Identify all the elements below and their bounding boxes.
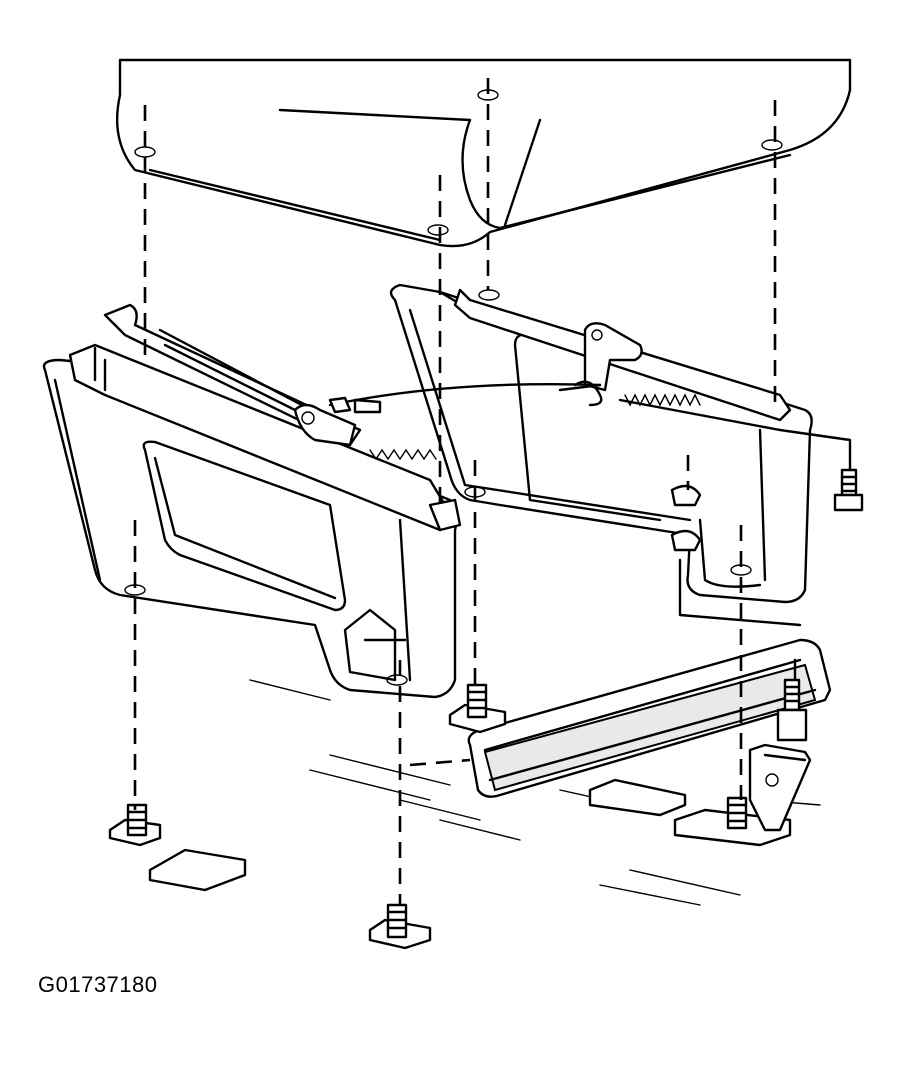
- left-seat-adjuster: [42, 303, 462, 699]
- stud-front-left: [108, 803, 162, 847]
- floor-lines: [249, 679, 821, 906]
- release-cable: [328, 382, 602, 414]
- floor-pads: [148, 778, 792, 892]
- bolt-right: [833, 468, 864, 512]
- stud-center: [448, 683, 507, 734]
- rear-bracket: [748, 743, 812, 832]
- stud-front-right: [368, 903, 432, 950]
- seat-cushion: [115, 58, 852, 248]
- fasteners: [108, 89, 864, 950]
- front-cross-bar: [467, 638, 832, 798]
- stud-rear: [726, 796, 748, 830]
- right-seat-adjuster: [389, 283, 813, 604]
- alignment-lines: [133, 78, 852, 905]
- bolt-front-bar: [776, 678, 808, 742]
- figure-id-label: G01737180: [38, 972, 158, 997]
